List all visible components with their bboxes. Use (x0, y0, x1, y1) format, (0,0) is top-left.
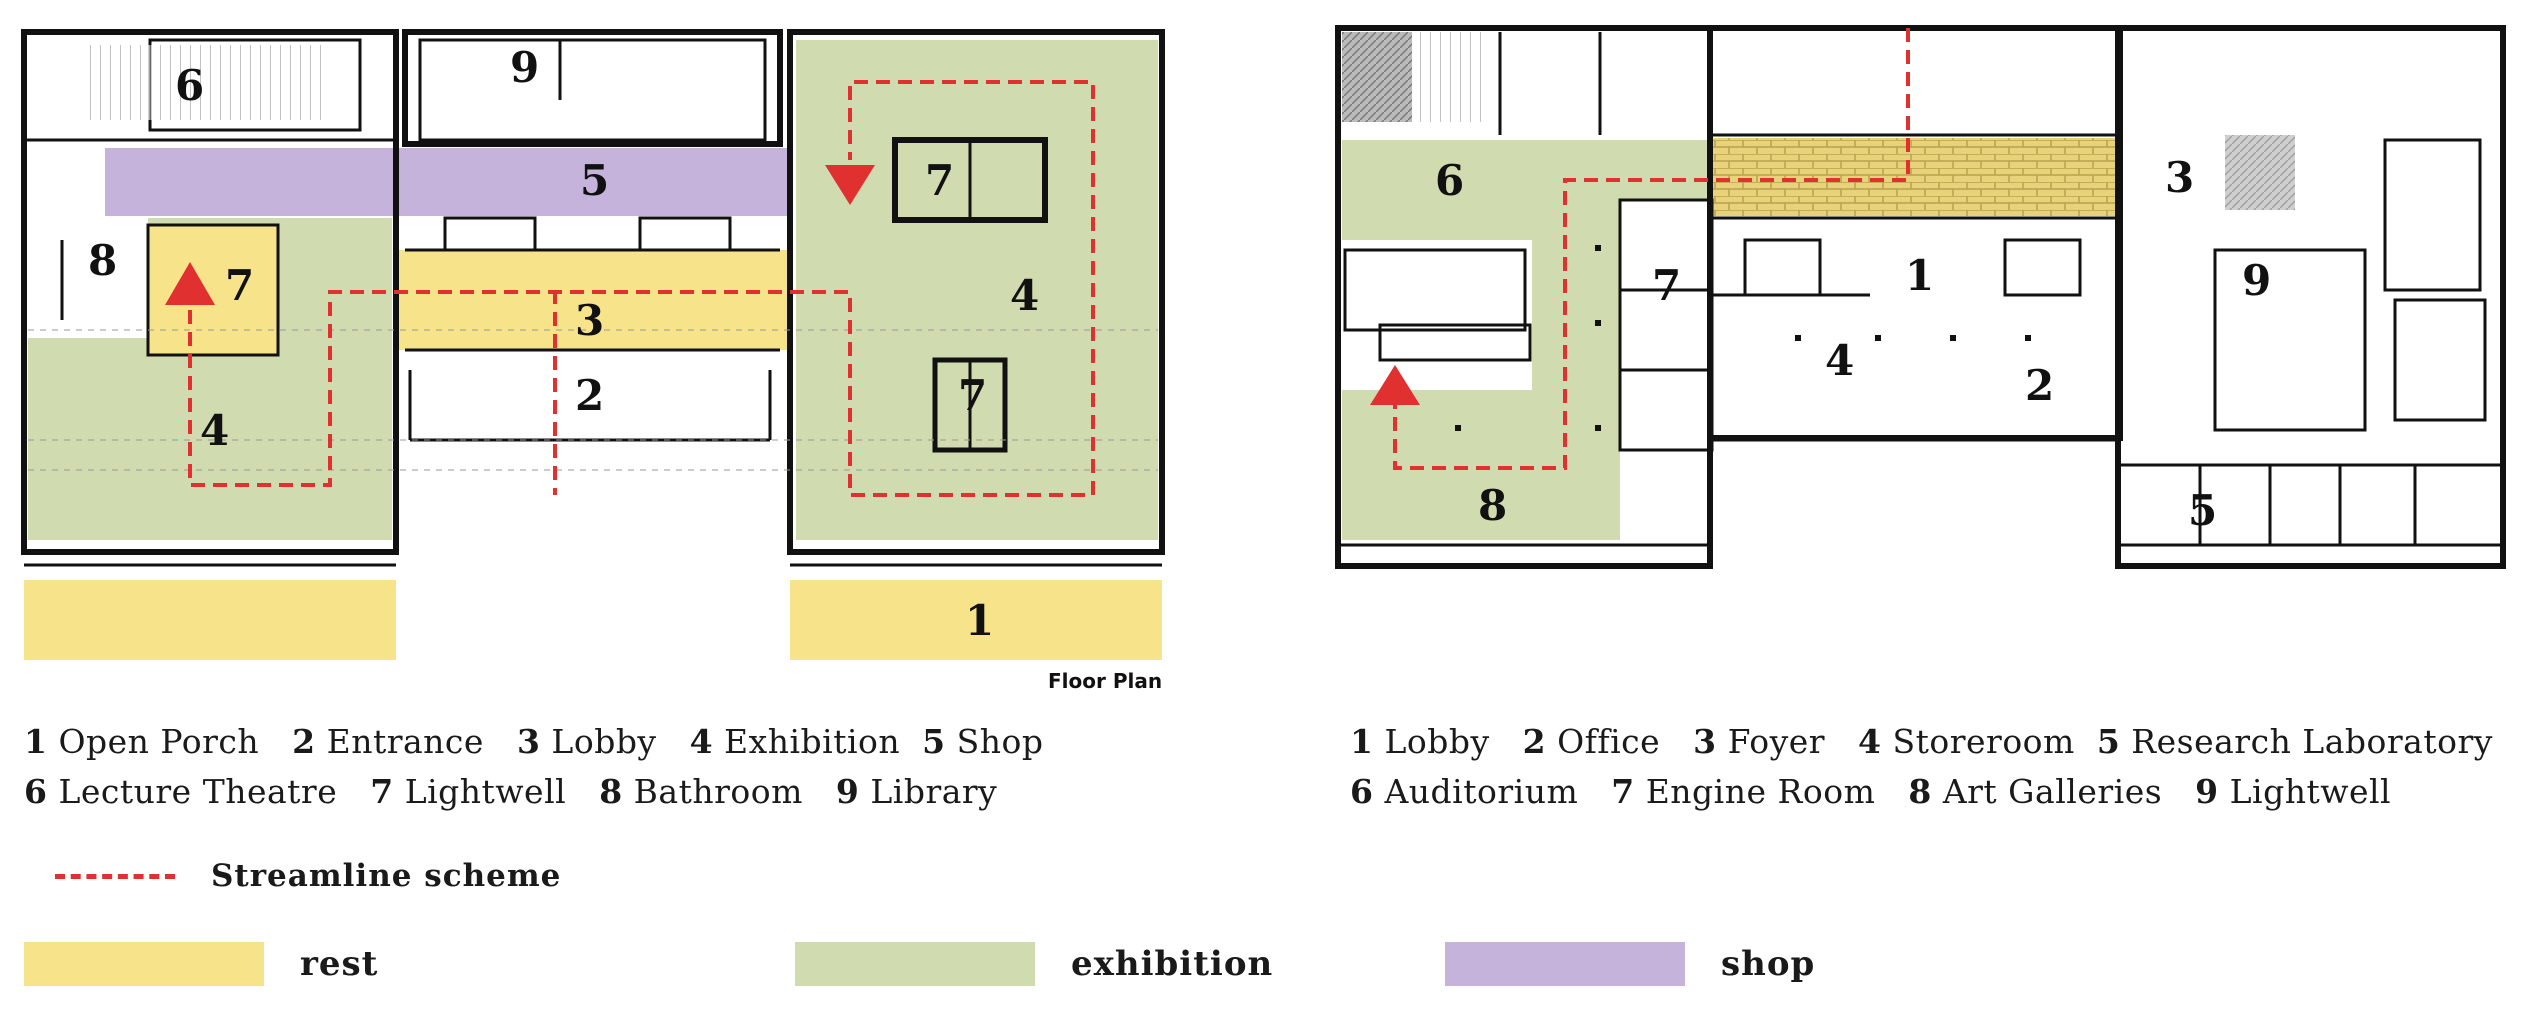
right-room-label-2: 2 (2025, 361, 2054, 410)
streamline-dash-icon (55, 873, 175, 879)
floor-plans: 1 2 3 4 4 5 6 7 7 7 8 9 Floor Plan (21, 20, 2506, 693)
left-rest-porch-east (790, 580, 1162, 660)
legend-name: Engine Room (1645, 772, 1876, 811)
legend-name: Entrance (326, 722, 484, 761)
right-room-label-9: 9 (2242, 256, 2271, 305)
legend-num: 6 (1350, 772, 1374, 811)
right-room-label-5: 5 (2188, 486, 2217, 535)
left-rest-lightwell (146, 223, 280, 357)
exhibition-swatch (795, 942, 1035, 986)
legend-num: 3 (1693, 722, 1717, 761)
legend-num: 7 (370, 772, 394, 811)
streamline-key: Streamline scheme (55, 858, 561, 894)
legend-name: Shop (956, 722, 1044, 761)
legend-num: 2 (1522, 722, 1547, 761)
left-room-label-7-east-top: 7 (925, 156, 954, 205)
legend-num: 4 (1858, 722, 1882, 761)
left-floor-plan: 1 2 3 4 4 5 6 7 7 7 8 9 Floor Plan (21, 29, 1165, 693)
shop-swatch (1445, 942, 1685, 986)
right-streamline-arrow-up (1370, 365, 1420, 405)
right-room-label-1: 1 (1905, 251, 1934, 300)
right-room-label-8: 8 (1478, 481, 1507, 530)
rest-key: rest (24, 942, 378, 986)
rest-key-label: rest (300, 944, 379, 984)
right-streamline-route (1393, 20, 1910, 470)
legend-num: 8 (1908, 772, 1932, 811)
left-room-label-7-east-mid: 7 (958, 371, 987, 420)
left-room-label-2: 2 (575, 371, 604, 420)
right-room-label-6: 6 (1435, 156, 1464, 205)
right-floor-plan: 1 2 3 4 5 6 7 8 9 (1335, 20, 2506, 569)
left-shop-band (105, 148, 790, 216)
legend-name: Art Galleries (1942, 772, 2163, 811)
legend-name: Lightwell (404, 772, 567, 811)
left-room-label-7-west: 7 (225, 261, 254, 310)
left-room-label-8: 8 (88, 236, 117, 285)
legend-num: 9 (835, 772, 860, 811)
right-legend-line-2: 6 Auditorium 7 Engine Room 8 Art Galleri… (1350, 772, 2391, 811)
legend-num: 8 (599, 772, 623, 811)
legend-num: 3 (516, 722, 541, 761)
legend-name: Storeroom (1892, 722, 2075, 761)
exhibition-key-label: exhibition (1071, 944, 1274, 984)
legend-name: Foyer (1727, 722, 1826, 761)
legend-name: Lobby (1384, 722, 1490, 761)
right-legend-line-1: 1 Lobby 2 Office 3 Foyer 4 Storeroom 5 R… (1350, 722, 2493, 761)
legend-name: Exhibition (724, 722, 901, 761)
legend-name: Library (870, 772, 998, 811)
legend-name: Bathroom (633, 772, 803, 811)
left-streamline-arrow-down (825, 165, 875, 205)
legend-name: Office (1557, 722, 1661, 761)
left-room-label-1: 1 (965, 596, 994, 645)
legend-name: Auditorium (1384, 772, 1579, 811)
left-room-label-3: 3 (575, 296, 604, 345)
legend-name: Research Laboratory (2131, 722, 2493, 761)
legend-name: Lobby (551, 722, 657, 761)
left-streamline-route (188, 80, 1095, 497)
legend-name: Lecture Theatre (58, 772, 338, 811)
right-room-label-4: 4 (1825, 336, 1854, 385)
legend-name: Lightwell (2229, 772, 2392, 811)
rest-swatch (24, 942, 264, 986)
legend-num: 4 (689, 722, 714, 761)
left-rest-porch-west (24, 580, 396, 660)
right-room-label-3: 3 (2165, 153, 2194, 202)
legend-num: 5 (922, 722, 946, 761)
legend-num: 9 (2195, 772, 2219, 811)
left-room-label-5: 5 (580, 156, 609, 205)
floor-plan-caption: Floor Plan (1048, 669, 1162, 693)
shop-key: shop (1445, 942, 1815, 986)
left-room-label-9: 9 (510, 43, 539, 92)
exhibition-key: exhibition (795, 942, 1273, 986)
legend-num: 2 (292, 722, 316, 761)
shop-key-label: shop (1721, 944, 1816, 984)
right-rest-lobby-strip (1708, 138, 2120, 216)
left-room-label-6: 6 (175, 61, 204, 110)
legend-num: 6 (24, 772, 48, 811)
legend-num: 1 (1350, 722, 1374, 761)
left-legend-line-1: 1 Open Porch 2 Entrance 3 Lobby 4 Exhibi… (24, 722, 1043, 761)
legend-num: 1 (24, 722, 48, 761)
left-legend-line-2: 6 Lecture Theatre 7 Lightwell 8 Bathroom… (24, 772, 997, 811)
left-room-label-4-west: 4 (200, 406, 229, 455)
legend-num: 5 (2096, 722, 2121, 761)
left-rest-lobby (396, 250, 788, 350)
left-exhibition-east (796, 40, 1158, 540)
right-columns (1455, 245, 2031, 431)
legend-num: 7 (1611, 772, 1635, 811)
legend-name: Open Porch (58, 722, 260, 761)
streamline-key-label: Streamline scheme (211, 858, 562, 894)
left-room-label-4-east: 4 (1010, 271, 1039, 320)
right-room-label-7: 7 (1652, 261, 1681, 310)
left-streamline-arrow-up (165, 262, 215, 305)
